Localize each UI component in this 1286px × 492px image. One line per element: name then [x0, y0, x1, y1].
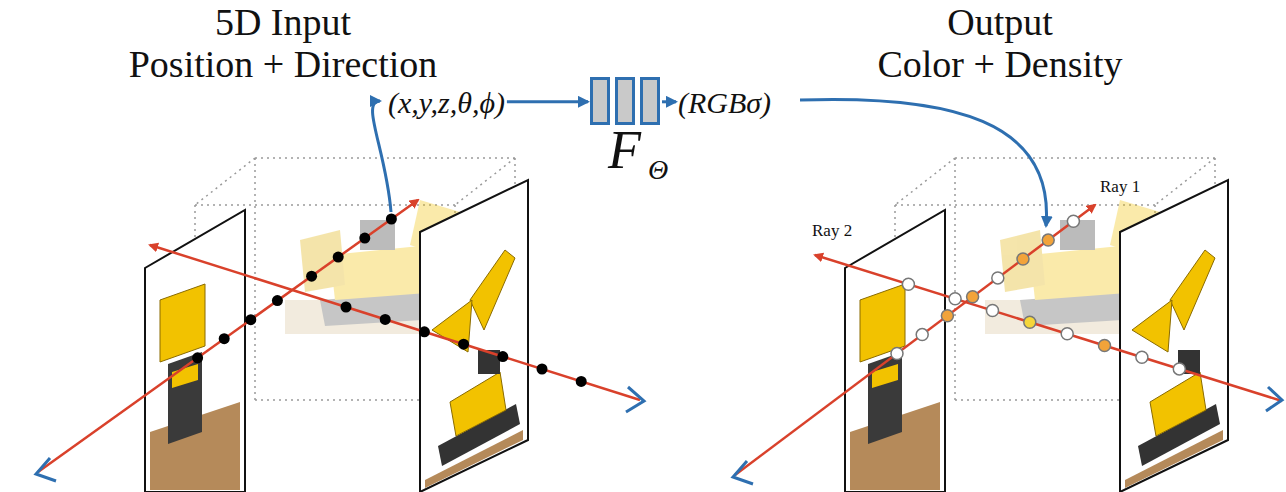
sample-point [1042, 234, 1054, 246]
function-subscript: Θ [648, 155, 668, 186]
layer-bar [615, 77, 635, 125]
tuple-node: (RGBσ) [678, 86, 771, 119]
sample-point [891, 348, 903, 360]
panel-title: Output [947, 2, 1053, 44]
sample-point [992, 272, 1004, 284]
camera-symbol [36, 458, 56, 481]
sample-points [192, 214, 1185, 387]
camera-symbol [1266, 387, 1282, 411]
sample-point [987, 305, 999, 317]
network-box: FΘ [590, 77, 660, 125]
leader-arrow [800, 99, 1047, 226]
ray-label: Ray 1 [1100, 178, 1140, 197]
tuple-text: (RGBσ) [678, 86, 771, 119]
flow-arrow [662, 100, 676, 103]
flow-arrow [507, 100, 588, 103]
sample-point [306, 271, 317, 282]
sample-point [949, 293, 961, 305]
sample-point [386, 214, 397, 225]
sample-point [537, 364, 548, 375]
sample-point [380, 314, 391, 325]
sample-point [458, 339, 469, 350]
sample-point [1061, 328, 1073, 340]
panel-subtitle: Position + Direction [129, 44, 438, 86]
sample-point [916, 329, 928, 341]
sample-point [341, 302, 352, 313]
sample-point [333, 252, 344, 263]
camera-symbol [733, 461, 753, 484]
tuple-text: (x,y,z,θ,ϕ) [388, 86, 505, 119]
sample-point [1136, 351, 1148, 363]
sample-point [497, 351, 508, 362]
sample-point [941, 310, 953, 322]
ray-label: Ray 2 [812, 222, 852, 241]
ray [38, 200, 418, 472]
panel-title: 5D Input [215, 2, 351, 44]
ray [735, 205, 1095, 475]
layer-bar [590, 77, 610, 125]
sample-point [419, 326, 430, 337]
sample-point [576, 376, 587, 387]
sample-point [1099, 340, 1111, 352]
ray [150, 245, 640, 400]
ray [815, 255, 1282, 401]
sample-point [192, 352, 203, 363]
function-symbol: F [608, 121, 641, 180]
sample-point [219, 333, 230, 344]
sample-point [1173, 363, 1185, 375]
sample-point [245, 314, 256, 325]
scene-volume [145, 158, 528, 492]
sample-point [967, 291, 979, 303]
camera-symbol [626, 387, 644, 412]
sample-point [1017, 253, 1029, 265]
sample-point [272, 295, 283, 306]
sample-point [359, 233, 370, 244]
image-plane [145, 210, 245, 492]
sample-point [1067, 215, 1079, 227]
tuple-node: (x,y,z,θ,ϕ) [388, 86, 505, 119]
sample-point [1024, 316, 1036, 328]
sample-point [902, 278, 914, 290]
layer-bar [640, 77, 660, 125]
panel-subtitle: Color + Density [877, 44, 1122, 86]
